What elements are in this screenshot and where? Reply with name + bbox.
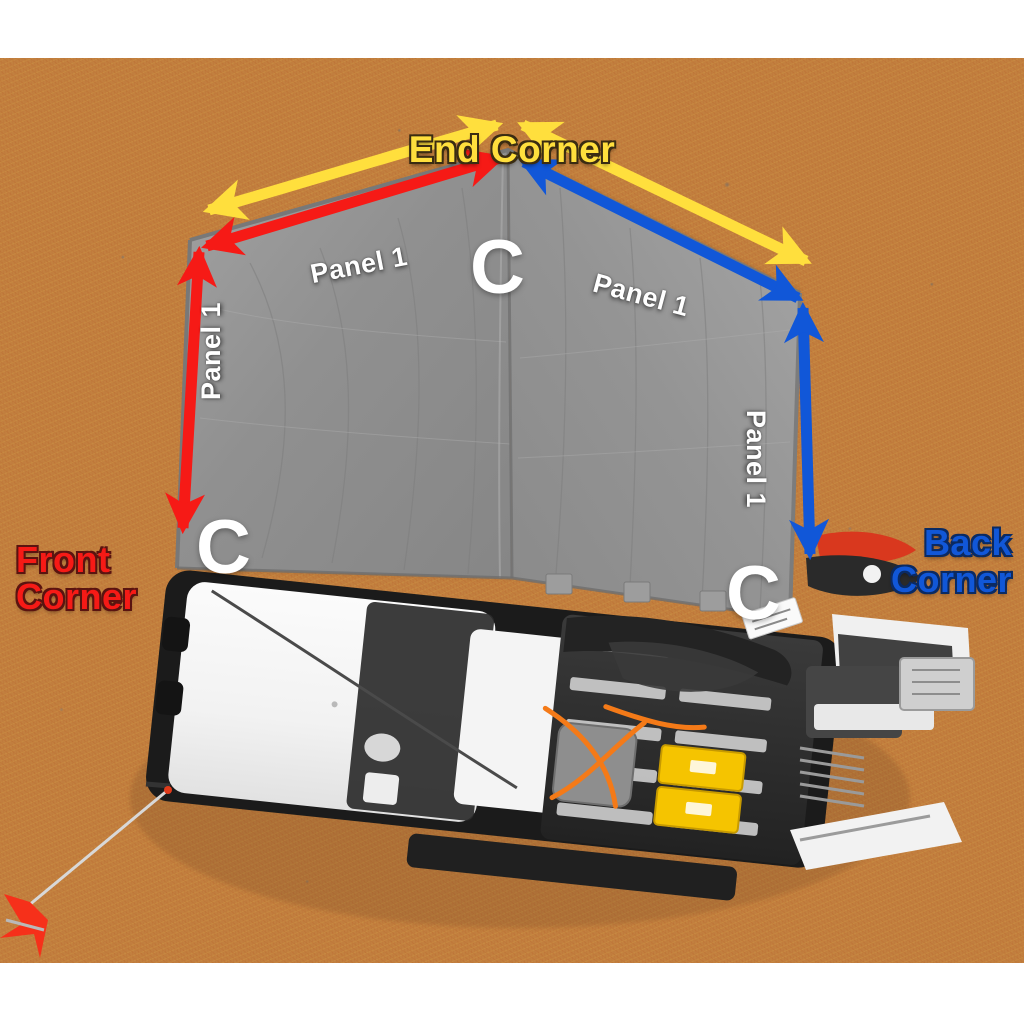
guy-line-tensioner xyxy=(164,786,172,794)
product-tag xyxy=(741,597,803,640)
guy-line-anchor xyxy=(145,781,171,789)
arrow-blue-side xyxy=(783,301,830,561)
awning-hem-tabs xyxy=(545,573,727,612)
rear-drawer-setup xyxy=(790,614,975,870)
rear-ramp-edge xyxy=(799,814,931,842)
mirror-left xyxy=(162,616,191,652)
rear-grate xyxy=(799,746,865,808)
dash-item xyxy=(362,772,400,805)
orange-cargo-straps xyxy=(542,704,707,809)
steering-wheel-rim xyxy=(364,733,401,762)
equipment-box-lines xyxy=(912,669,960,695)
bonnet-vent xyxy=(331,701,338,708)
awning-panel-left xyxy=(177,150,512,578)
guy-line-rope xyxy=(27,788,169,908)
gear-fitting xyxy=(863,565,881,583)
arrow-red-top xyxy=(201,148,506,256)
annotation-arrow-layer xyxy=(165,115,830,561)
arrow-red-side xyxy=(165,245,217,535)
arrow-blue-top xyxy=(518,157,804,303)
photograph: End Corner Front Corner Back Corner Pane… xyxy=(0,58,1024,963)
rock-slider-step xyxy=(406,833,737,901)
rolled-fabric xyxy=(608,641,759,692)
aerial-whip xyxy=(210,589,518,790)
photo-content-layer xyxy=(0,147,975,958)
peg-shaft xyxy=(5,918,45,932)
awning-highlights xyxy=(199,307,791,459)
yellow-cargo-boxes xyxy=(653,744,747,834)
vehicle xyxy=(146,531,975,901)
arrow-yellow-right xyxy=(517,120,812,266)
mirror-right xyxy=(155,680,184,716)
awning-bottom-edge xyxy=(176,566,791,620)
awning-centre-seam xyxy=(506,149,514,579)
guy-line-assembly xyxy=(0,781,172,958)
red-recovery-gear xyxy=(806,531,922,596)
